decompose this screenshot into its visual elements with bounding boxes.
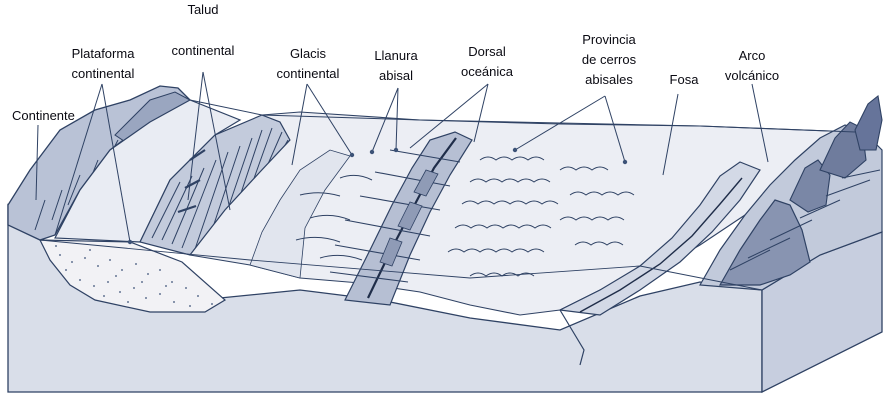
label-arco-line1: Arco xyxy=(739,48,766,63)
label-arco-line2: volcánico xyxy=(725,68,779,83)
label-dorsal-line2: oceánica xyxy=(461,64,514,79)
label-provincia-line1: Provincia xyxy=(582,32,636,47)
label-talud-line2: continental xyxy=(172,43,235,58)
label-plataforma-line1: Plataforma xyxy=(72,46,136,61)
label-fosa: Fosa xyxy=(670,72,700,87)
marker-glacis xyxy=(350,153,354,157)
label-continente: Continente xyxy=(12,108,75,123)
label-glacis-line2: continental xyxy=(277,66,340,81)
marker-llanura-b xyxy=(394,148,398,152)
label-provincia-line2: de cerros xyxy=(582,52,637,67)
label-provincia-line3: abisales xyxy=(585,72,633,87)
marker-provincia-b xyxy=(623,160,627,164)
marker-plataforma xyxy=(128,240,132,244)
marker-llanura-a xyxy=(370,150,374,154)
label-llanura-line1: Llanura xyxy=(374,48,418,63)
label-plataforma-line2: continental xyxy=(72,66,135,81)
label-talud-line1: Talud xyxy=(187,2,218,17)
label-dorsal-line1: Dorsal xyxy=(468,44,506,59)
label-glacis-line1: Glacis xyxy=(290,46,327,61)
marker-provincia-a xyxy=(513,148,517,152)
label-llanura-line2: abisal xyxy=(379,68,413,83)
